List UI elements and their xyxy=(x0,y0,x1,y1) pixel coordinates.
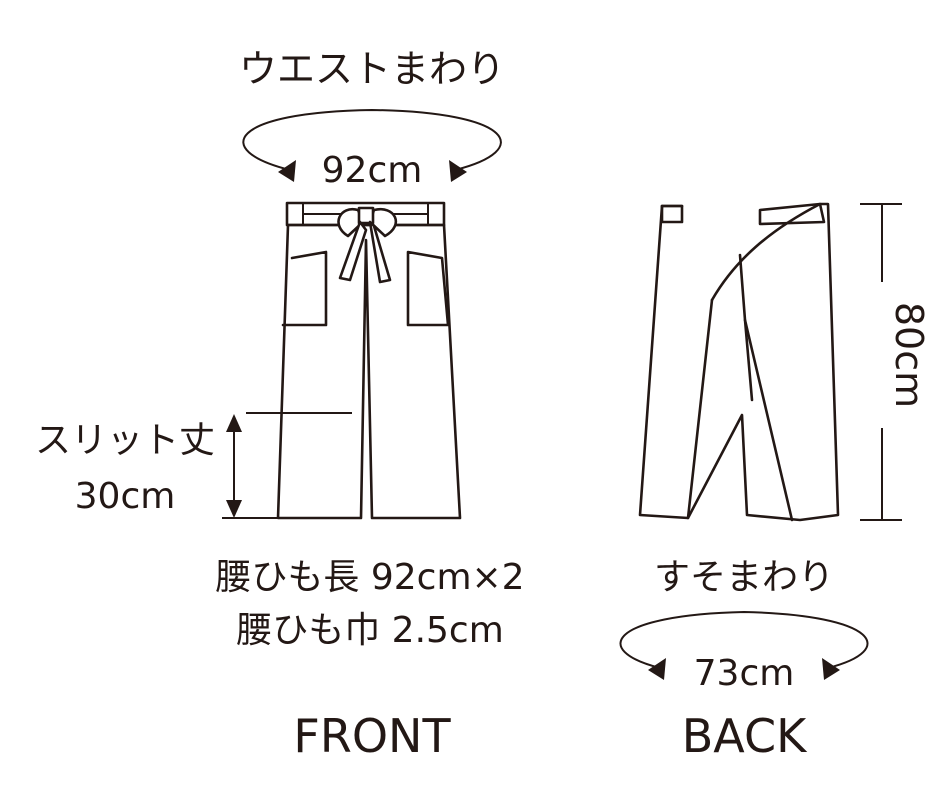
back-waistband-left xyxy=(660,204,684,224)
waist-circular-arrow xyxy=(242,108,502,182)
length-dimension xyxy=(860,203,902,521)
front-waist-tie xyxy=(337,206,398,284)
front-label: FRONT xyxy=(293,709,451,763)
slit-title: スリット丈 xyxy=(35,420,215,461)
tie-length: 腰ひも長 92cm×2 xyxy=(215,557,524,598)
front-apron-body xyxy=(276,223,462,520)
back-label: BACK xyxy=(682,709,808,763)
waist-value: 92cm xyxy=(322,150,423,191)
back-apron-body xyxy=(638,202,840,522)
tie-width: 腰ひも巾 2.5cm xyxy=(236,610,504,651)
hem-title: すそまわり xyxy=(654,557,834,598)
length-value: 80cm xyxy=(887,302,931,408)
slit-value: 30cm xyxy=(75,476,176,517)
front-view: ウエストまわり 92cm xyxy=(35,47,525,763)
back-view: 80cm すそまわり 73cm BACK xyxy=(619,202,931,763)
front-right-pocket xyxy=(406,250,450,327)
waist-title: ウエストまわり xyxy=(239,47,505,91)
hem-value: 73cm xyxy=(694,653,795,694)
slit-dimension-arrow xyxy=(226,414,242,518)
front-left-pocket xyxy=(281,250,328,327)
hem-circular-arrow xyxy=(619,610,869,680)
back-overlap-line xyxy=(686,298,714,520)
